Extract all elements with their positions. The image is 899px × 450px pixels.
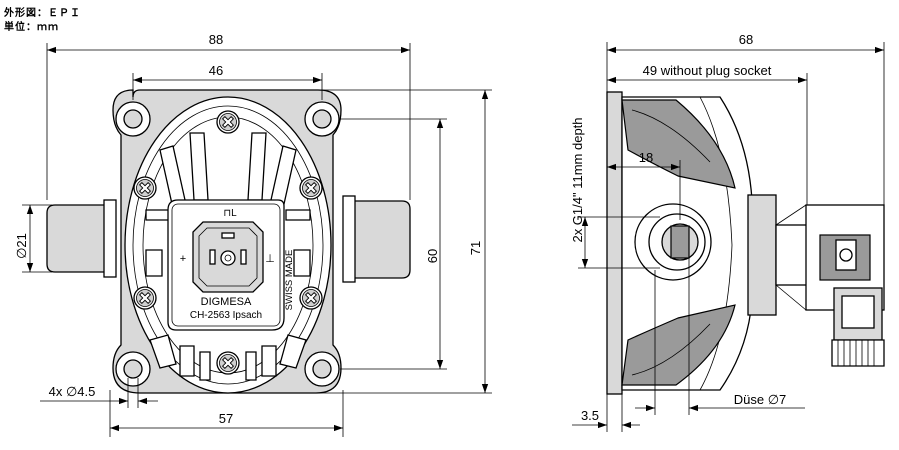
mounting-hole-tr <box>304 101 340 137</box>
side-view <box>606 91 885 395</box>
brand-label: DIGMESA <box>201 296 252 308</box>
socket-center <box>220 250 236 266</box>
dim-thread: 2x G1/4" 11mm depth <box>570 117 585 242</box>
mounting-hole-br <box>304 351 340 387</box>
dim-port-diameter-21: ∅21 <box>14 233 29 259</box>
plug-base <box>747 194 777 316</box>
dim-hole-spacing-46: 46 <box>209 63 223 78</box>
pin-ground-label: ⊥ <box>265 253 275 265</box>
pin-slot-right <box>240 249 247 265</box>
mounting-hole-bl <box>115 351 151 387</box>
side-port-hole <box>670 225 690 259</box>
dim-mount-holes: 4x ∅4.5 <box>49 384 96 399</box>
screw-left-bottom <box>133 286 157 310</box>
front-view: + ⊥ ⊓L DIGMESA CH-2563 Ipsach SWISS MADE <box>46 89 411 394</box>
dim-height-60: 60 <box>425 249 440 263</box>
swiss-made-label: SWISS MADE <box>284 250 295 311</box>
side-fin-top <box>621 99 736 189</box>
dim-length-68: 68 <box>739 32 753 47</box>
mounting-hole-tl <box>115 101 151 137</box>
pin-plus-label: + <box>180 253 186 265</box>
screw-bottom <box>216 351 240 375</box>
side-dimensions: 68 49 without plug socket 18 2x G1/4" 11… <box>570 32 885 432</box>
pin-slot-left <box>209 249 216 265</box>
side-flange <box>606 91 623 395</box>
dim-height-71: 71 <box>468 241 483 255</box>
screw-left-top <box>133 176 157 200</box>
dim-nozzle: Düse ∅7 <box>734 392 787 407</box>
housing-ribs <box>145 132 311 381</box>
left-port <box>46 204 109 273</box>
screw-right-top <box>299 176 323 200</box>
screw-top <box>216 110 240 134</box>
dim-flange-3-5: 3.5 <box>581 408 599 423</box>
screw-right-bottom <box>299 286 323 310</box>
units-label: 単位：ｍｍ <box>4 22 59 33</box>
side-fin-bottom <box>621 304 736 386</box>
dim-width-88: 88 <box>209 32 223 47</box>
right-port <box>350 200 411 279</box>
dim-width-57: 57 <box>219 411 233 426</box>
pin-pe-label: ⊓L <box>223 208 237 219</box>
address-label: CH-2563 Ipsach <box>190 310 262 321</box>
pin-slot-top <box>221 232 235 239</box>
dim-port-offset-18: 18 <box>639 150 653 165</box>
drawing-title: 外形図：ＥＰＩ <box>4 8 81 19</box>
front-dimensions: 88 46 60 71 ∅21 4x ∅4.5 57 <box>14 32 492 437</box>
dim-without-plug: 49 without plug socket <box>643 63 772 78</box>
